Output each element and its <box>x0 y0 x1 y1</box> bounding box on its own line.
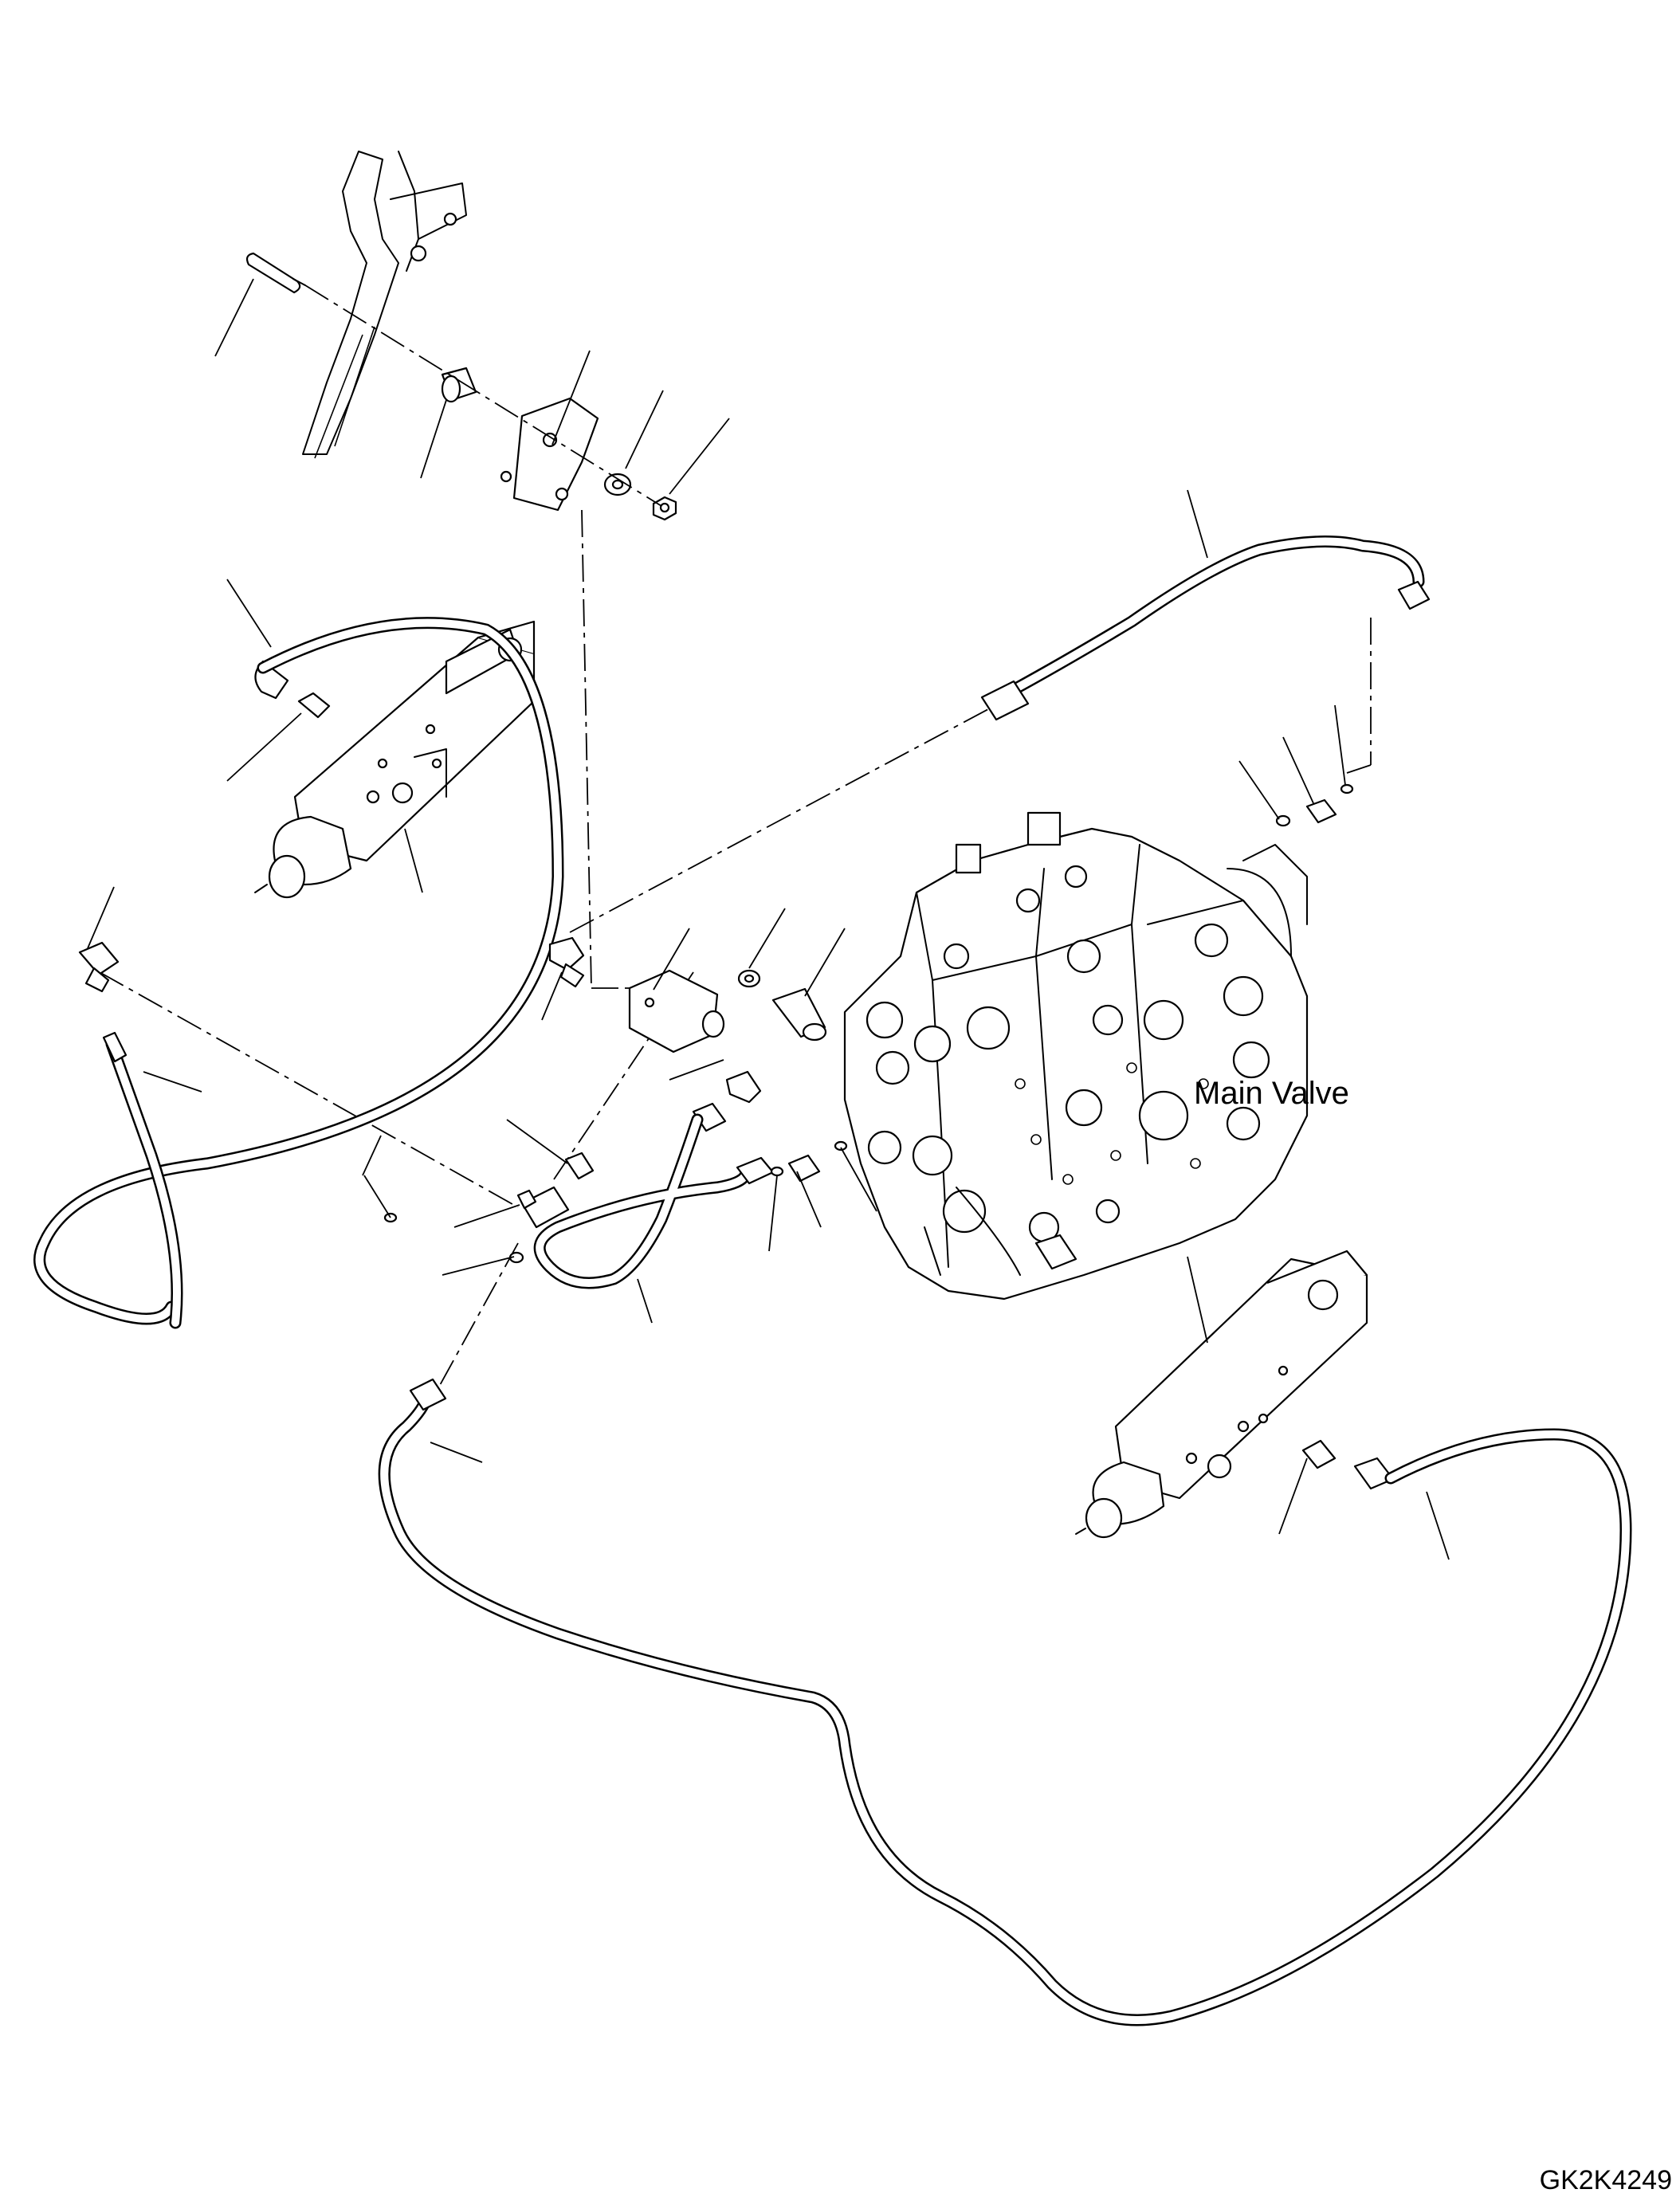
main-valve-label: Main Valve <box>1194 1076 1349 1111</box>
center-block <box>628 969 725 1053</box>
leader-lines-upper-right <box>1187 489 1346 820</box>
leader-lines-left <box>87 579 423 1176</box>
hose-upper-right <box>980 536 1431 721</box>
nut-part <box>652 496 677 521</box>
fitting-lower-right <box>1301 1439 1395 1490</box>
elbow-center-right <box>692 1070 762 1132</box>
hose-lower-right-loop <box>378 1378 1632 2026</box>
main-valve <box>843 811 1309 1301</box>
bolt-center <box>771 987 827 1042</box>
solenoid-valve-upper-left <box>254 620 536 899</box>
adapter-center <box>564 1151 595 1180</box>
tee-center <box>516 1186 570 1229</box>
drawing-code: GK2K4249 <box>1540 2165 1672 2195</box>
hose-center <box>533 1113 775 1289</box>
bolt-part <box>245 252 306 294</box>
fittings-upper-right <box>1275 783 1354 827</box>
elbow-center <box>548 936 585 988</box>
washer-part <box>603 473 632 496</box>
mounting-plate <box>500 397 599 512</box>
leader-lines-center <box>363 908 877 1324</box>
leader-lines-lower <box>430 1256 1450 1560</box>
hose-left <box>78 941 183 1329</box>
oring-center <box>383 1212 524 1264</box>
frame-bracket <box>302 151 467 459</box>
hose-upper-left <box>33 617 564 1325</box>
fittings-main-valve-side <box>770 1140 848 1183</box>
assembly-lines <box>99 284 1372 1403</box>
collar-part <box>441 367 477 403</box>
solenoid-valve-lower-right <box>1075 1250 1368 1539</box>
leader-lines-top <box>214 278 730 495</box>
washer-center <box>737 969 761 988</box>
